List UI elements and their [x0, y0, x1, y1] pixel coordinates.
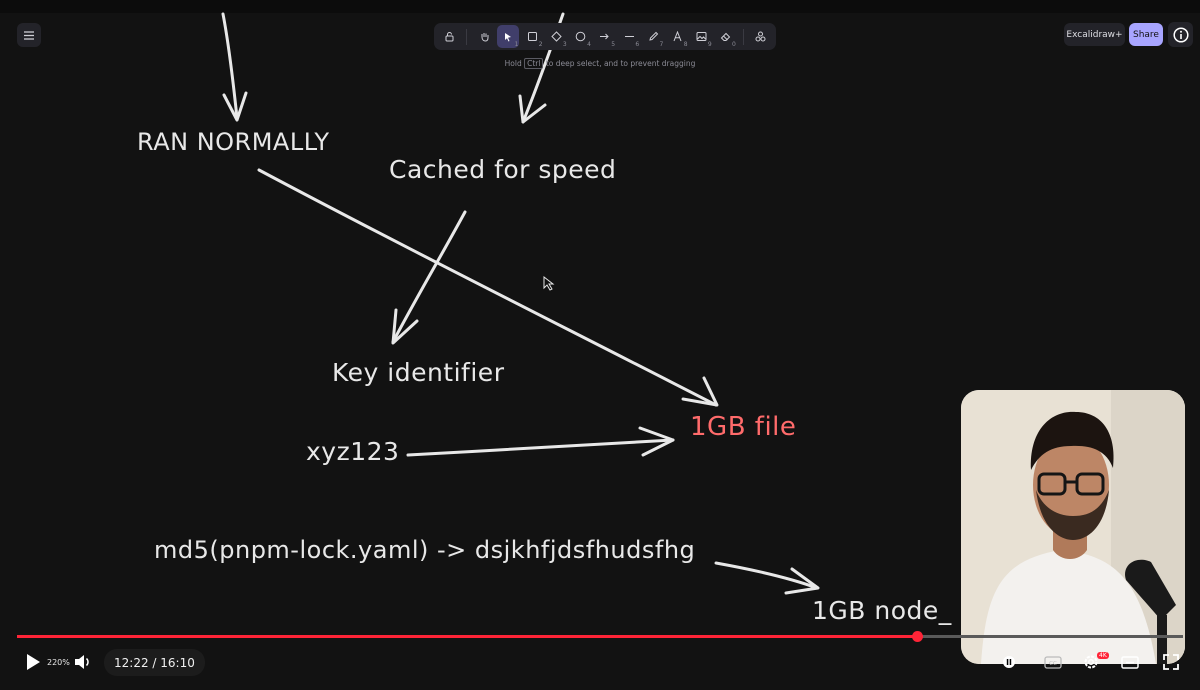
progress-scrubber[interactable]	[912, 631, 923, 642]
theater-mode-button[interactable]	[1120, 653, 1140, 671]
player-controls-right: CC	[995, 649, 1195, 676]
label-xyz123[interactable]: xyz123	[306, 437, 400, 466]
ellipse-icon	[576, 31, 586, 42]
current-time: 12:22	[114, 655, 149, 670]
image-icon	[696, 32, 707, 41]
rectangle-icon	[528, 32, 538, 41]
shapes-icon	[755, 31, 766, 42]
duration: 16:10	[160, 655, 195, 670]
arrow-xyz-to-file	[406, 438, 675, 457]
tool-eraser[interactable]: 0	[715, 25, 737, 48]
lock-icon	[445, 32, 454, 42]
presenter-video	[961, 390, 1185, 664]
tool-image[interactable]: 9	[691, 25, 713, 48]
tool-hand[interactable]	[473, 25, 495, 48]
hamburger-icon	[24, 30, 34, 40]
info-icon	[1172, 26, 1189, 43]
label-cached-for-speed[interactable]: Cached for speed	[389, 155, 617, 184]
fullscreen-icon	[1163, 654, 1179, 670]
label-ran-normally[interactable]: RAN NORMALLY	[137, 128, 330, 156]
arrow-md5-to-node	[714, 561, 819, 590]
arrow-icon	[600, 33, 610, 40]
tool-line[interactable]: 6	[618, 25, 640, 48]
time-display: 12:22 / 16:10	[104, 649, 205, 676]
settings-button[interactable]	[1081, 653, 1101, 671]
arrow-cached-to-key	[391, 210, 467, 344]
mouse-cursor	[543, 275, 555, 291]
label-1gb-node-modules[interactable]: 1GB node_	[812, 596, 952, 625]
eraser-icon	[721, 32, 731, 41]
webcam-overlay	[961, 390, 1185, 664]
fullscreen-button[interactable]	[1161, 653, 1181, 671]
shape-toolbar: 1 2 3 4 5 6 7 8 9 0	[434, 23, 776, 50]
label-md5[interactable]: md5(pnpm-lock.yaml) -> dsjkhfjdsfhudsfhg	[154, 536, 696, 564]
quality-badge: 4K	[1097, 652, 1109, 659]
text-icon	[673, 31, 682, 42]
tool-text[interactable]: 8	[666, 25, 688, 48]
label-key-identifier[interactable]: Key identifier	[332, 358, 505, 387]
line-icon	[624, 36, 634, 37]
play-icon	[27, 654, 40, 670]
time-separator: /	[148, 655, 161, 670]
top-edge	[0, 0, 1200, 13]
main-menu-button[interactable]	[17, 23, 41, 47]
tool-draw[interactable]: 7	[642, 25, 664, 48]
diamond-icon	[551, 31, 562, 42]
arrow-ran-to-file	[257, 168, 718, 407]
tool-lock[interactable]	[438, 25, 460, 48]
share-button[interactable]: Share	[1129, 23, 1163, 46]
tool-ellipse[interactable]: 4	[570, 25, 592, 48]
playback-speed[interactable]: 220%	[47, 657, 70, 667]
pencil-icon	[649, 31, 659, 41]
video-progress-bar[interactable]	[17, 631, 1183, 642]
ctrl-key: Ctrl	[524, 58, 544, 69]
captions-icon: CC	[1044, 655, 1062, 669]
play-button[interactable]	[17, 647, 49, 677]
pause-icon	[1003, 656, 1015, 668]
toolbar-divider	[742, 28, 744, 45]
help-button[interactable]	[1168, 22, 1193, 47]
toolbar-divider	[466, 28, 468, 45]
tool-arrow[interactable]: 5	[594, 25, 616, 48]
excalidraw-plus-button[interactable]: Excalidraw+	[1064, 23, 1125, 46]
progress-played	[17, 635, 917, 638]
selection-hint: Hold Ctrl to deep select, and to prevent…	[504, 58, 696, 69]
captions-button[interactable]: CC	[1043, 653, 1063, 671]
tool-selection[interactable]: 1	[497, 25, 520, 48]
pause-button[interactable]	[999, 653, 1019, 671]
arrow-to-ran-normally	[221, 12, 239, 120]
volume-icon[interactable]	[74, 654, 92, 670]
pointer-icon	[505, 32, 512, 41]
label-1gb-file[interactable]: 1GB file	[690, 412, 797, 442]
gear-icon	[1084, 655, 1098, 669]
theater-icon	[1121, 655, 1139, 669]
player-controls-left: 220%	[17, 647, 92, 677]
tool-diamond[interactable]: 3	[546, 25, 568, 48]
svg-text:CC: CC	[1049, 661, 1057, 667]
tool-rectangle[interactable]: 2	[521, 25, 543, 48]
tool-more-tools[interactable]	[750, 25, 772, 48]
hand-icon	[481, 33, 489, 42]
